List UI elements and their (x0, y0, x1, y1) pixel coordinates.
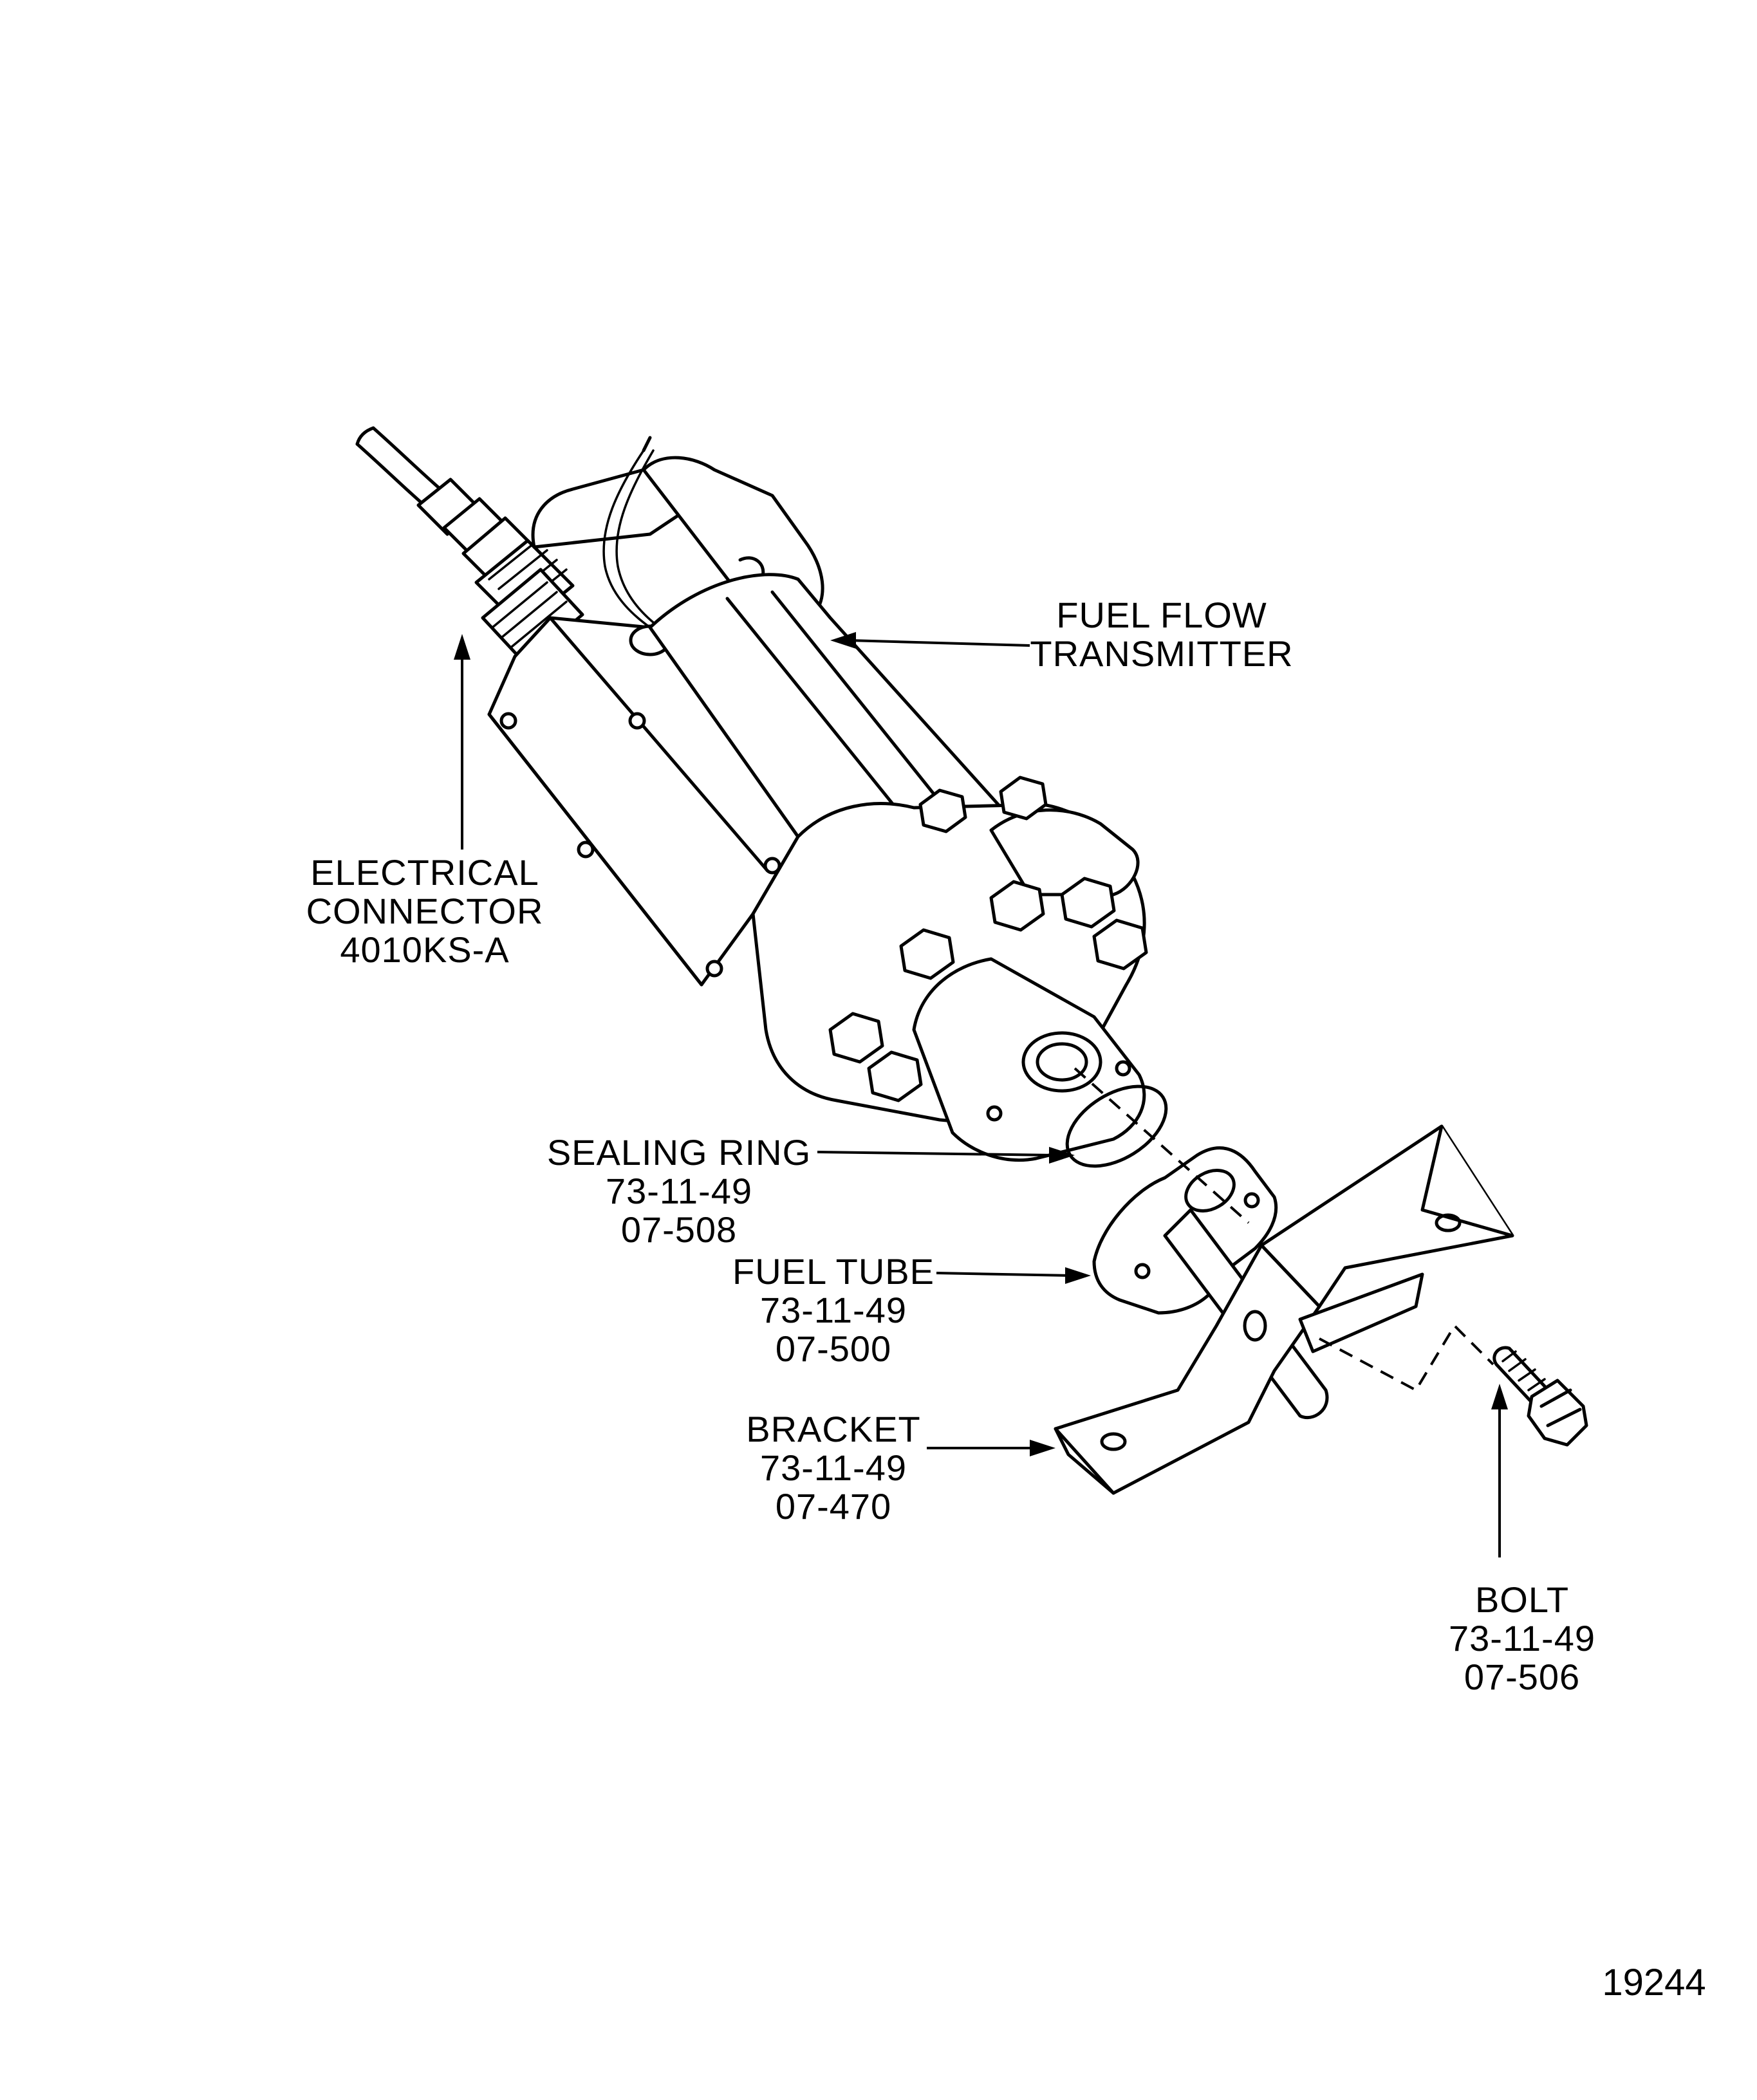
electrical-connector-part-number: 4010KS-A (340, 929, 509, 970)
fuel-flow-transmitter-label-line2: TRANSMITTER (1030, 633, 1293, 674)
bolt-callout: BOLT 73-11-49 07-506 (1449, 1579, 1595, 1697)
bolt-chapter-ref: 73-11-49 (1449, 1618, 1595, 1659)
bracket-label: BRACKET (746, 1409, 921, 1449)
bracket-item-ref: 07-470 (776, 1486, 891, 1527)
assembly-centerlines (1074, 1067, 1494, 1392)
sealing-ring-label: SEALING RING (547, 1132, 811, 1173)
electrical-connector-part (416, 478, 584, 665)
leader-electrical-connector (454, 634, 470, 850)
leader-fuel-flow-transmitter (830, 632, 1030, 649)
electrical-connector-callout: ELECTRICAL CONNECTOR 4010KS-A (306, 852, 544, 970)
fuel-flow-transmitter-callout: FUEL FLOW TRANSMITTER (1030, 595, 1293, 674)
bracket-part (1054, 1124, 1514, 1495)
bolt-part (1492, 1346, 1588, 1447)
sealing-ring-callout: SEALING RING 73-11-49 07-508 (547, 1132, 811, 1250)
fuel-tube-label: FUEL TUBE (732, 1251, 934, 1292)
fuel-flow-transmitter-label-line1: FUEL FLOW (1056, 595, 1267, 635)
fuel-tube-callout: FUEL TUBE 73-11-49 07-500 (732, 1251, 934, 1369)
leader-sealing-ring (817, 1147, 1075, 1164)
flange-assembly (751, 776, 1148, 1162)
fuel-tube-chapter-ref: 73-11-49 (760, 1290, 907, 1330)
bracket-callout: BRACKET 73-11-49 07-470 (746, 1409, 921, 1527)
electrical-connector-label-line1: ELECTRICAL (310, 852, 539, 893)
sealing-ring-item-ref: 07-508 (621, 1209, 737, 1250)
leader-bolt (1491, 1384, 1508, 1557)
leader-bracket (927, 1440, 1055, 1456)
bracket-chapter-ref: 73-11-49 (760, 1447, 907, 1488)
sealing-ring-chapter-ref: 73-11-49 (606, 1171, 752, 1211)
electrical-connector-label-line2: CONNECTOR (306, 891, 544, 931)
bolt-item-ref: 07-506 (1464, 1657, 1580, 1697)
leader-fuel-tube (936, 1267, 1091, 1284)
fuel-tube-item-ref: 07-500 (776, 1328, 891, 1369)
bolt-label: BOLT (1475, 1579, 1569, 1620)
fuel-flow-transmitter-part (487, 436, 1006, 987)
figure-number: 19244 (1602, 1962, 1706, 2003)
